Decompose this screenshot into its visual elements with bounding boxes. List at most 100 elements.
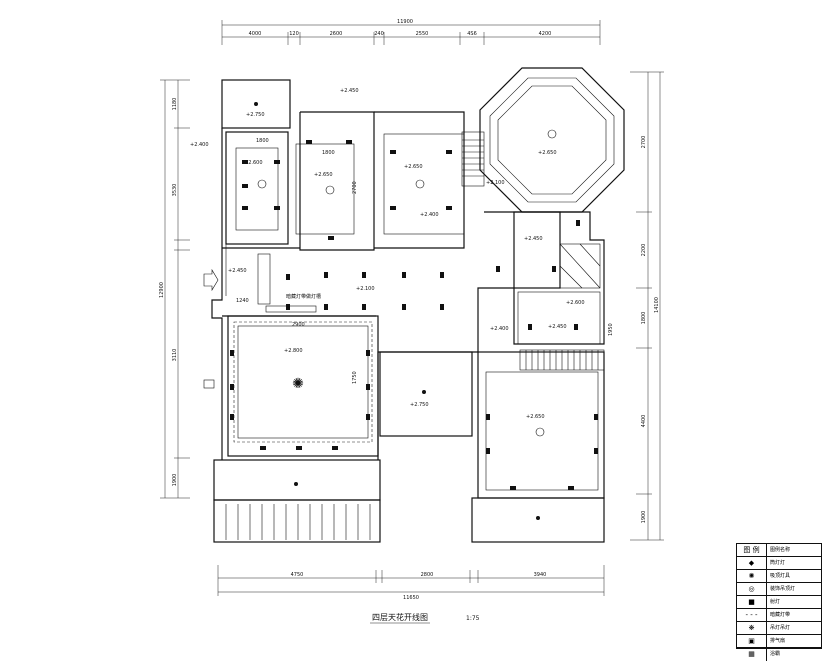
dim-top-seg: 4000 — [249, 31, 262, 37]
dim-top-seg: 2550 — [416, 31, 429, 37]
legend-label: 吸顶灯具 — [770, 573, 791, 579]
legend-row: ■ 射灯 — [737, 596, 821, 609]
downlight-icon — [332, 446, 338, 450]
ceiling-lamp-icon: ✺ — [737, 570, 767, 582]
strip-lamp-icon: - - - — [737, 609, 767, 621]
legend-label: 射灯 — [770, 599, 781, 605]
spot-lamp-icon — [536, 516, 540, 520]
legend-row: ◆ 筒灯灯 — [737, 557, 821, 570]
downlight-icon — [390, 150, 396, 154]
downlight-icon — [486, 448, 490, 454]
dim-right-seg: 2700 — [641, 136, 647, 149]
room-dim-label: 1950 — [608, 323, 614, 336]
legend-label: 暗藏灯带 — [770, 612, 791, 618]
legend-row: ✺ 吸顶灯具 — [737, 570, 821, 583]
dim-top-seg: 240 — [374, 31, 384, 37]
spot-lamp-icon — [254, 102, 258, 106]
downlight-icon — [576, 220, 580, 226]
room-dim-label: 1240 — [236, 298, 249, 304]
downlight-icon — [446, 206, 452, 210]
downlight-icon — [328, 236, 334, 240]
downlight-icon — [286, 274, 290, 280]
elevation-label: +2.650 — [314, 172, 333, 178]
spot-lamp-icon — [422, 390, 426, 394]
downlight-icon — [440, 304, 444, 310]
downlight-icon — [390, 206, 396, 210]
downlight-icon — [274, 160, 280, 164]
dim-bottom-seg: 3940 — [534, 572, 547, 578]
downlight-icon — [366, 384, 370, 390]
lamp-strip-note: 暗藏灯带做灯槽 — [286, 293, 321, 300]
dim-bottom-total: 11650 — [403, 595, 419, 601]
dim-left-seg: 1900 — [172, 474, 178, 487]
dim-left-seg: 3110 — [172, 349, 178, 362]
room-dim-label: 1800 — [322, 150, 335, 156]
drawing-title: 四层天花开线图 — [372, 612, 428, 622]
downlight-icon: ■ — [737, 596, 767, 608]
elevation-label: +2.600 — [566, 300, 585, 306]
spot-lamp-icon: ◆ — [737, 557, 767, 569]
downlight-icon — [242, 184, 248, 188]
dim-top-total: 11900 — [397, 19, 413, 25]
downlight-icon — [568, 486, 574, 490]
elevation-label: +2.800 — [284, 348, 303, 354]
downlight-icon — [274, 206, 280, 210]
top-dimension-chain: 11900 4000 120 2600 240 2550 4Ѕ6 4200 — [221, 19, 601, 45]
room-dim-label: 1750 — [352, 371, 358, 384]
legend-row: ▣ 排气扇 — [737, 635, 821, 648]
legend-label: 装饰吊顶灯 — [770, 586, 796, 592]
elevation-label: +2.100 — [486, 180, 505, 186]
dim-top-seg: 4Ѕ6 — [467, 31, 477, 37]
elevation-label: +2.450 — [548, 324, 567, 330]
downlight-icon — [362, 304, 366, 310]
elevation-label: +2.750 — [410, 402, 429, 408]
ceiling-lamp-icon — [547, 129, 557, 139]
downlight-icon — [528, 324, 532, 330]
elevation-label: +2.450 — [228, 268, 247, 274]
elevation-label: +2.450 — [340, 88, 359, 94]
elevation-label: +2.400 — [420, 212, 439, 218]
dim-top-seg: 2600 — [330, 31, 343, 37]
exhaust-icon: ▣ — [737, 635, 767, 647]
downlight-icon — [594, 448, 598, 454]
downlight-icon — [242, 160, 248, 164]
downlight-icon — [242, 206, 248, 210]
downlight-icon — [366, 414, 370, 420]
dim-top-seg: 120 — [289, 31, 299, 37]
downlight-icon — [324, 304, 328, 310]
downlight-icon — [286, 304, 290, 310]
dim-right-seg: 1800 — [641, 312, 647, 325]
legend-table: 图 例 图例名称 ◆ 筒灯灯 ✺ 吸顶灯具 ◎ 装饰吊顶灯 ■ 射灯 - - -… — [736, 543, 822, 661]
legend-row: ❋ 吊灯吊灯 — [737, 622, 821, 635]
legend-header: 图 例 图例名称 — [737, 544, 821, 557]
downlights — [230, 140, 598, 490]
elevation-label: +2.600 — [244, 160, 263, 166]
downlight-icon — [260, 446, 266, 450]
legend-label: 排气扇 — [770, 638, 786, 644]
downlight-icon — [594, 414, 598, 420]
room-dimension-labels: 1800 2900 1750 1800 2700 1240 1950 暗藏灯带做… — [236, 138, 614, 384]
elevation-label: +2.650 — [404, 164, 423, 170]
chandelier-icon: ◎ — [737, 583, 767, 595]
pendant-icon: ❋ — [737, 622, 767, 634]
elevation-label: +2.650 — [526, 414, 545, 420]
dim-right-total: 14100 — [654, 297, 660, 313]
elevation-label: +2.450 — [524, 236, 543, 242]
legend-row: ◎ 装饰吊顶灯 — [737, 583, 821, 596]
legend-header-symbol: 图 例 — [737, 544, 767, 556]
walls — [203, 67, 625, 543]
downlight-icon — [306, 140, 312, 144]
drawing-scale: 1:75 — [466, 615, 480, 622]
room-dim-label: 2900 — [292, 322, 305, 328]
room-dim-label: 2700 — [352, 181, 358, 194]
downlight-icon — [552, 266, 556, 272]
ceiling-lamps: ✺ — [254, 102, 557, 520]
elevation-label: +2.400 — [190, 142, 209, 148]
elevation-label: +2.100 — [356, 286, 375, 292]
downlight-icon — [324, 272, 328, 278]
right-dimension-chain: 2700 2200 1800 4400 1900 14100 — [630, 71, 664, 541]
dim-top-seg: 4200 — [539, 31, 552, 37]
downlight-icon — [296, 446, 302, 450]
dim-bottom-seg: 2800 — [421, 572, 434, 578]
